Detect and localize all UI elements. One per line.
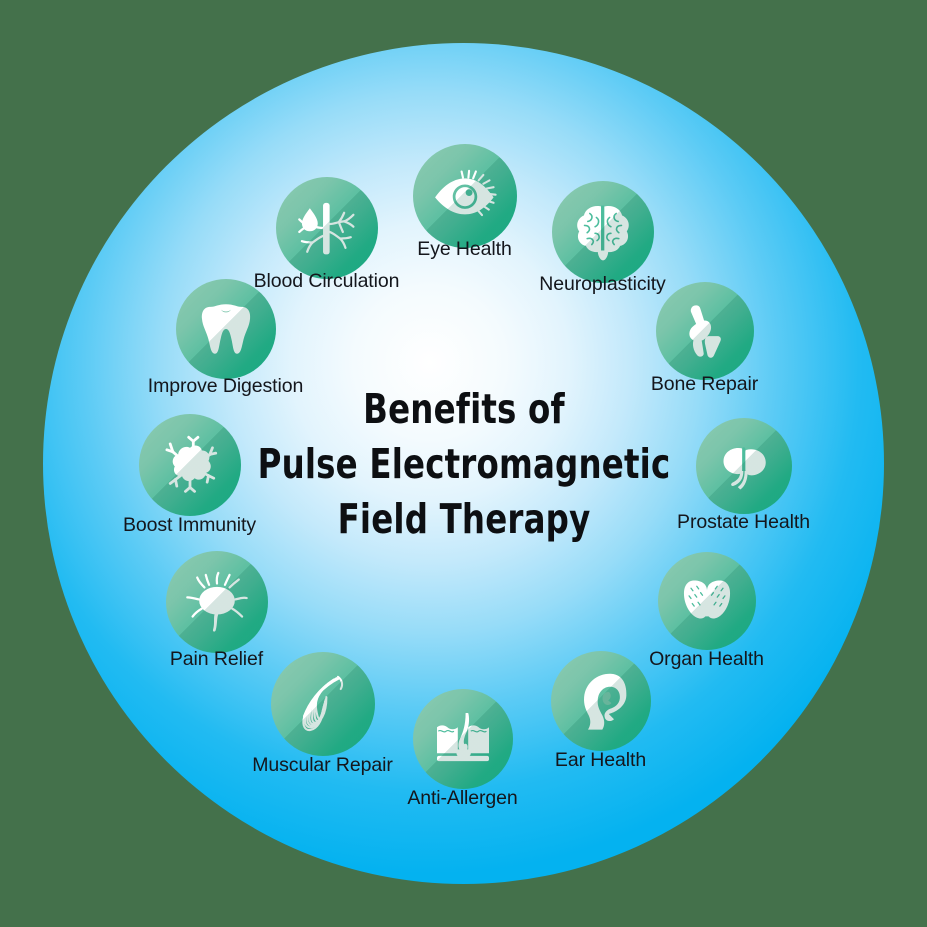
neuroplasticity-label: Neuroplasticity — [539, 273, 666, 295]
bone-repair-label: Bone Repair — [650, 373, 759, 395]
anti-allergen-label: Anti-Allergen — [407, 787, 518, 809]
boost-immunity-badge[interactable] — [138, 414, 241, 516]
benefit-node-eye-health[interactable]: Eye Health — [412, 144, 517, 260]
benefit-node-pain-relief[interactable]: Pain Relief — [165, 551, 268, 670]
muscular-repair-badge[interactable] — [270, 652, 375, 756]
benefit-node-ear-health[interactable]: Ear Health — [550, 651, 651, 771]
blood-circulation-label: Blood Circulation — [253, 270, 400, 292]
prostate-health-badge[interactable] — [695, 418, 792, 514]
eye-health-label: Eye Health — [417, 238, 512, 260]
improve-digestion-badge[interactable] — [175, 279, 276, 379]
title-line-2: Pulse Electromagnetic — [257, 439, 670, 488]
title-line-3: Field Therapy — [337, 494, 590, 543]
boost-immunity-label: Boost Immunity — [123, 514, 256, 536]
benefit-node-blood-circulation[interactable]: Blood Circulation — [254, 177, 399, 292]
anti-allergen-badge[interactable] — [412, 689, 513, 789]
muscular-repair-label: Muscular Repair — [252, 754, 393, 776]
page-title: Benefits of Pulse Electromagnetic Field … — [184, 382, 744, 547]
benefit-node-organ-health[interactable]: Organ Health — [649, 552, 764, 670]
title-line-1: Benefits of — [362, 385, 565, 433]
benefit-node-improve-digestion[interactable]: Improve Digestion — [148, 279, 303, 397]
benefit-node-neuroplasticity[interactable]: Neuroplasticity — [539, 181, 666, 295]
pain-relief-badge[interactable] — [165, 551, 268, 653]
benefit-node-muscular-repair[interactable]: Muscular Repair — [252, 652, 393, 776]
ear-health-badge[interactable] — [550, 651, 651, 751]
ear-health-label: Ear Health — [554, 749, 647, 771]
benefit-node-anti-allergen[interactable]: Anti-Allergen — [407, 689, 518, 809]
blood-circulation-badge[interactable] — [275, 177, 378, 279]
pain-relief-label: Pain Relief — [169, 648, 264, 670]
benefit-node-boost-immunity[interactable]: Boost Immunity — [123, 414, 256, 536]
improve-digestion-label: Improve Digestion — [147, 375, 304, 397]
neuroplasticity-badge[interactable] — [551, 181, 654, 283]
prostate-health-label: Prostate Health — [677, 511, 810, 533]
benefit-node-bone-repair[interactable]: Bone Repair — [651, 282, 758, 395]
organ-health-label: Organ Health — [649, 648, 764, 670]
benefit-node-prostate-health[interactable]: Prostate Health — [677, 418, 810, 533]
organ-health-badge[interactable] — [657, 552, 756, 650]
eye-health-badge[interactable] — [412, 144, 517, 248]
bone-repair-badge[interactable] — [655, 282, 754, 380]
